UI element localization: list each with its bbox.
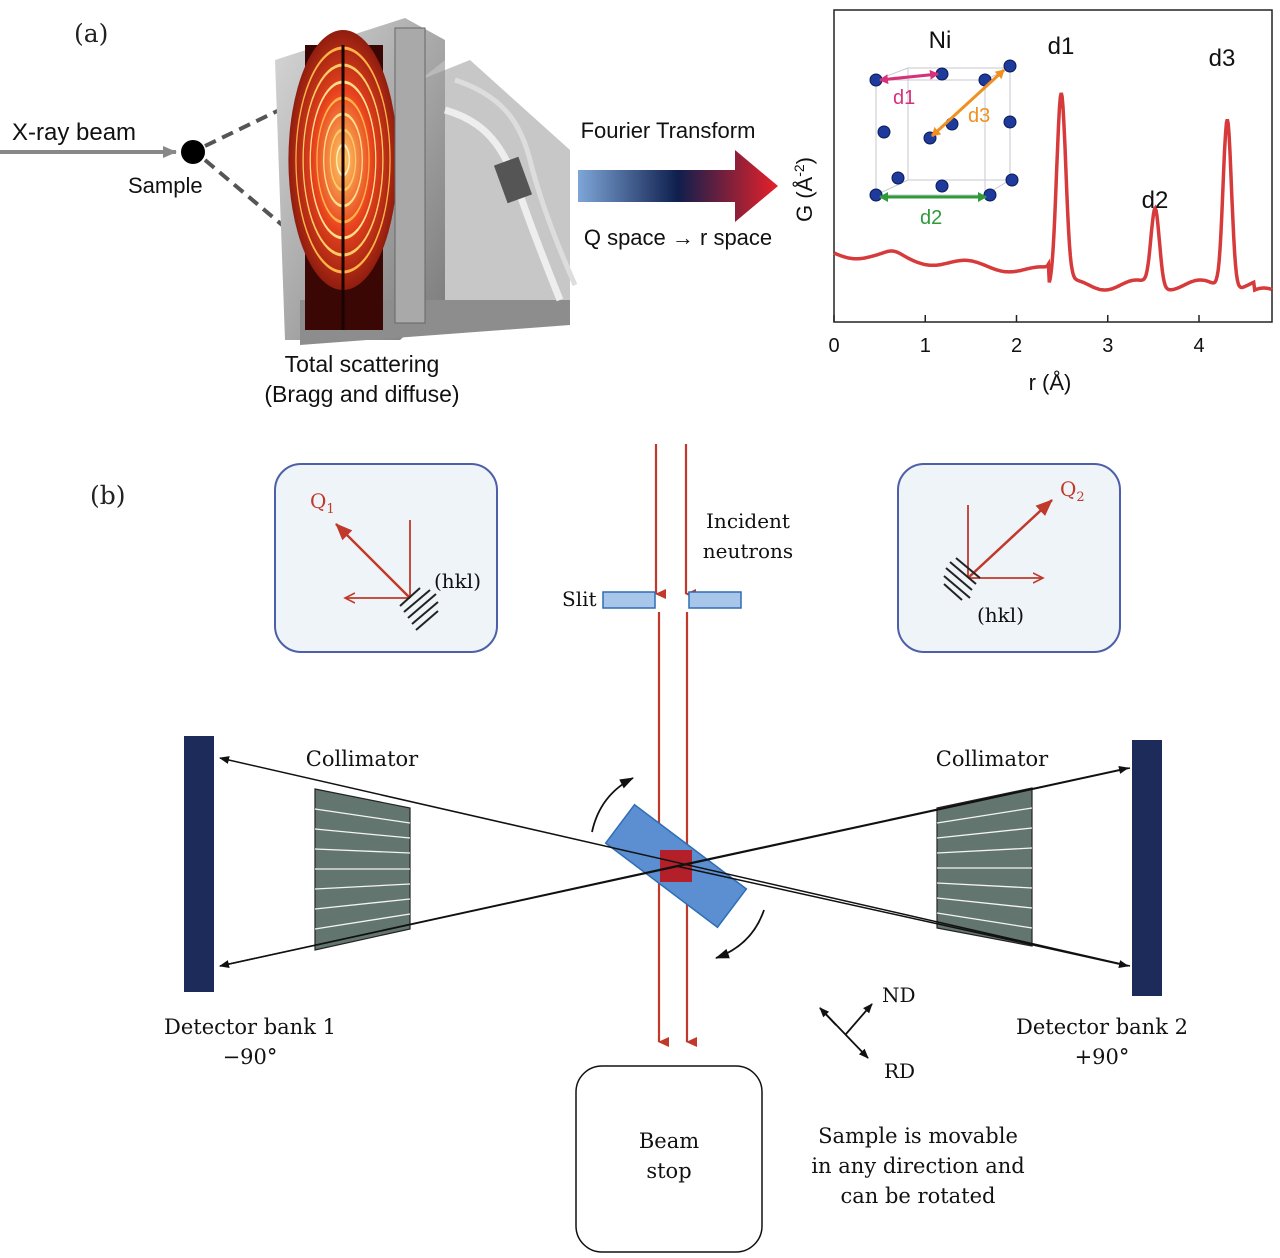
x-tick-label: 3	[1102, 335, 1113, 357]
x-tick-label: 2	[1011, 335, 1022, 357]
pdf-chart: 0 1 2 3 4 d1 d2 d3 r (Å) G (Å-2) Ni	[791, 9, 1273, 395]
hkl-right-label: (hkl)	[977, 603, 1024, 627]
pdf-curve	[833, 92, 1273, 293]
rotation-arrow-top	[591, 777, 634, 833]
x-tick-label: 4	[1193, 335, 1204, 357]
diffracted-beam-to-bank2-top	[675, 765, 1129, 867]
beam-stop-label-2: stop	[646, 1159, 691, 1183]
diffracted-beam-to-bank1-bottom	[219, 865, 677, 968]
collimator-left-block	[314, 788, 411, 951]
diffracted-beam-to-bank2-bottom	[675, 865, 1129, 968]
sample-dot	[181, 140, 205, 164]
inset-q1: Q1 (hkl)	[274, 463, 498, 653]
rd-label: RD	[884, 1059, 915, 1083]
nd-rd-axes	[819, 1003, 873, 1059]
beam-stop-label-1: Beam	[639, 1129, 699, 1153]
fourier-transform-label: Fourier Transform	[581, 118, 756, 143]
q2-label: Q2	[1060, 477, 1085, 505]
detector2-label-2: +90°	[1075, 1045, 1130, 1069]
panel-a-label: (a)	[74, 19, 108, 48]
incident-label-2: neutrons	[703, 539, 793, 563]
slit-left	[602, 591, 656, 609]
peak-label-d3: d3	[1209, 45, 1236, 72]
slit-right	[688, 591, 742, 609]
collimator-left-label: Collimator	[306, 747, 419, 771]
peak-label-d2: d2	[1142, 187, 1169, 214]
total-scattering-line1: Total scattering	[285, 351, 440, 377]
total-scattering-line2: (Bragg and diffuse)	[264, 381, 459, 407]
movable-note-1: Sample is movable	[818, 1124, 1018, 1148]
ni-unit-cell-inset: Ni d1 d3 d2	[869, 27, 1019, 229]
nd-label: ND	[882, 983, 916, 1007]
peak-label-d1: d1	[1048, 33, 1075, 60]
collimator-right-block	[936, 787, 1033, 947]
inset-label-d1: d1	[893, 87, 915, 109]
pdf-xlabel: r (Å)	[1029, 370, 1072, 395]
incident-label-1: Incident	[706, 509, 790, 533]
inset-title-ni: Ni	[929, 27, 952, 54]
pdf-plot-frame	[833, 9, 1273, 323]
detector-bank-1	[184, 736, 214, 992]
xray-beam-label: X-ray beam	[12, 119, 136, 146]
inset-label-d2: d2	[920, 207, 942, 229]
hkl-left-label: (hkl)	[434, 569, 481, 593]
detector1-label-1: Detector bank 1	[164, 1015, 336, 1039]
slit-label: Slit	[562, 587, 597, 611]
pdf-ylabel: G (Å-2)	[791, 157, 817, 222]
q-to-r-label: Q space → r space	[584, 225, 772, 250]
rotation-arrow-bottom	[715, 909, 765, 959]
x-tick-label: 1	[920, 335, 931, 357]
inset-q2: Q2 (hkl)	[897, 463, 1121, 653]
x-tick-label: 0	[828, 335, 839, 357]
movable-note-2: in any direction and	[811, 1154, 1024, 1178]
q1-label: Q1	[310, 489, 335, 517]
detector2-label-1: Detector bank 2	[1016, 1015, 1188, 1039]
detector-photo	[275, 18, 578, 345]
movable-note-3: can be rotated	[841, 1184, 996, 1208]
detector1-label-2: −90°	[223, 1045, 278, 1069]
panel-b-label: (b)	[90, 481, 126, 510]
detector-bank-2	[1132, 740, 1162, 996]
diffracted-beam-to-bank1-top	[219, 756, 1131, 967]
beam-stop	[575, 1065, 763, 1253]
sample-label: Sample	[128, 173, 203, 198]
inset-label-d3: d3	[968, 105, 990, 127]
fourier-transform-arrow	[578, 150, 778, 222]
collimator-right-label: Collimator	[936, 747, 1049, 771]
